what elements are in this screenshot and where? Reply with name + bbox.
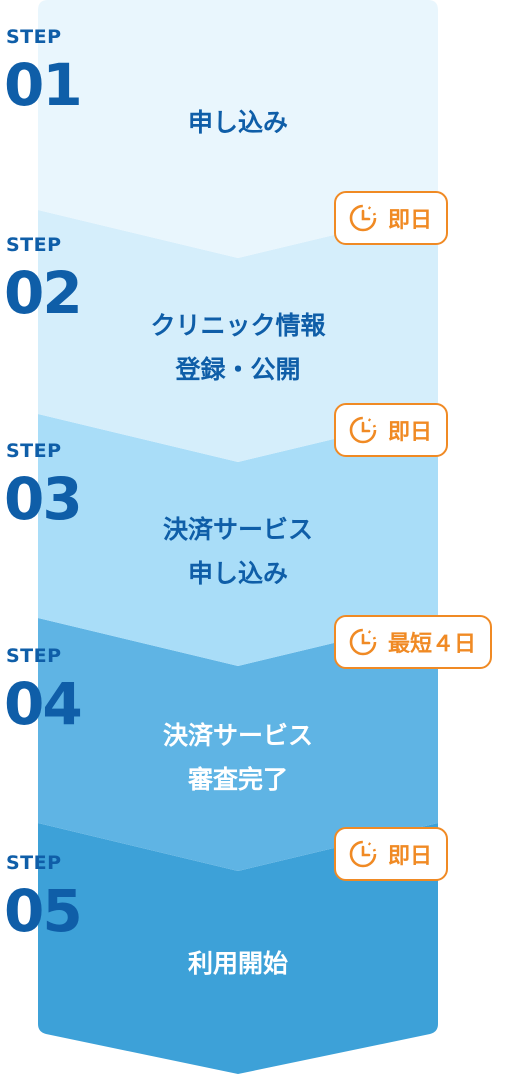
- step-title-line: 登録・公開: [175, 355, 301, 384]
- step-title-line: 申し込み: [187, 559, 288, 588]
- step-title-line: 審査完了: [187, 765, 288, 794]
- step-number: 03: [4, 465, 83, 533]
- step-04-band: [38, 618, 438, 871]
- clock-icon: [349, 204, 377, 232]
- step-title: クリニック情報 登録・公開: [38, 304, 438, 392]
- step-number: 02: [4, 259, 83, 327]
- duration-text: 即日: [388, 420, 433, 445]
- clock-icon: [349, 628, 377, 656]
- duration-badge: 即日: [334, 191, 449, 245]
- step-title-line: 利用開始: [187, 949, 288, 978]
- step-title: 決済サービス 審査完了: [38, 714, 438, 802]
- step-number: 04: [4, 670, 83, 738]
- duration-badge: 即日: [334, 827, 449, 881]
- step-title-line: 申し込み: [187, 108, 288, 137]
- step-number: 05: [4, 877, 83, 945]
- step-label: STEP: [6, 234, 62, 256]
- duration-text: 即日: [388, 844, 433, 869]
- duration-badge: 即日: [334, 403, 449, 457]
- step-title-line: クリニック情報: [150, 311, 326, 340]
- step-label: STEP: [6, 852, 62, 874]
- duration-badge: 最短４日: [334, 615, 493, 669]
- duration-text: 最短４日: [388, 632, 477, 657]
- step-title: 申し込み: [38, 101, 438, 145]
- step-label: STEP: [6, 26, 62, 48]
- step-05-band: [38, 823, 438, 1074]
- step-label: STEP: [6, 440, 62, 462]
- step-title-line: 決済サービス: [162, 515, 313, 544]
- step-title: 利用開始: [38, 942, 438, 986]
- duration-text: 即日: [388, 208, 433, 233]
- step-02-band: [38, 210, 438, 462]
- step-number: 01: [4, 51, 83, 119]
- step-title: 決済サービス 申し込み: [38, 508, 438, 596]
- step-label: STEP: [6, 645, 62, 667]
- step-03-band: [38, 414, 438, 666]
- step-title-line: 決済サービス: [162, 721, 313, 750]
- clock-icon: [349, 840, 377, 868]
- clock-icon: [349, 416, 377, 444]
